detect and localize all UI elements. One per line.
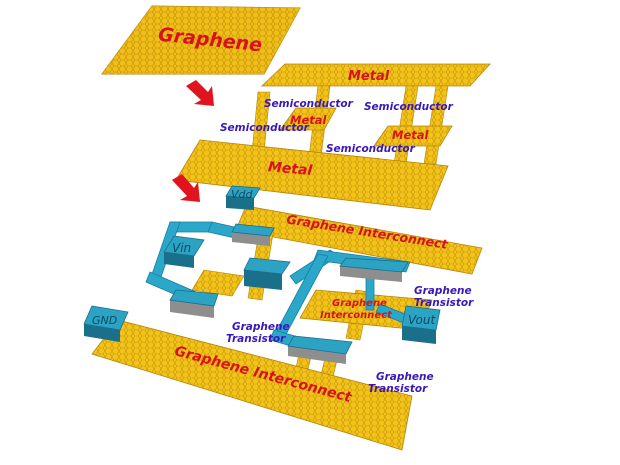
- interconnect-mid-label-line1: Graphene: [332, 298, 387, 309]
- metal-mid-right-label: Metal: [392, 128, 430, 142]
- semiconductor-label-2: Semiconductor: [364, 101, 454, 113]
- down-arrow-icon: [172, 174, 200, 202]
- metal-layer: [175, 63, 491, 211]
- metal-mid-left-label: Metal: [290, 113, 328, 127]
- graphene-sheet: [101, 5, 301, 75]
- transistor-c-label-line2: Transistor: [368, 383, 428, 395]
- vdd-pad: [225, 185, 261, 210]
- transistor-a-label-line2: Transistor: [414, 297, 474, 309]
- semiconductor-label-4: Semiconductor: [326, 143, 416, 155]
- vdd-label: Vdd: [231, 188, 254, 201]
- vout-label: Vout: [408, 313, 436, 327]
- gnd-label: GND: [92, 314, 117, 327]
- semiconductor-label-3: Semiconductor: [220, 122, 310, 134]
- transistor-blocks: [169, 223, 409, 364]
- transistor-b-label-line2: Transistor: [226, 333, 286, 345]
- metal-top-label: Metal: [348, 69, 390, 84]
- circuit-layer: [83, 185, 483, 451]
- transistor-b-label-line1: Graphene: [232, 321, 290, 333]
- vin-pad: [163, 235, 205, 268]
- metal-bottom-label: Metal: [267, 159, 313, 179]
- gnd-pad: [83, 305, 129, 342]
- transistor-a-label-line1: Graphene: [414, 285, 472, 297]
- vin-label: Vin: [172, 241, 191, 255]
- transistor-c-label-line1: Graphene: [376, 371, 434, 383]
- semiconductor-label-1: Semiconductor: [264, 98, 354, 110]
- vout-pad: [401, 305, 441, 344]
- interconnect-mid-label-line2: Interconnect: [320, 310, 393, 321]
- down-arrow-icon: [186, 80, 214, 106]
